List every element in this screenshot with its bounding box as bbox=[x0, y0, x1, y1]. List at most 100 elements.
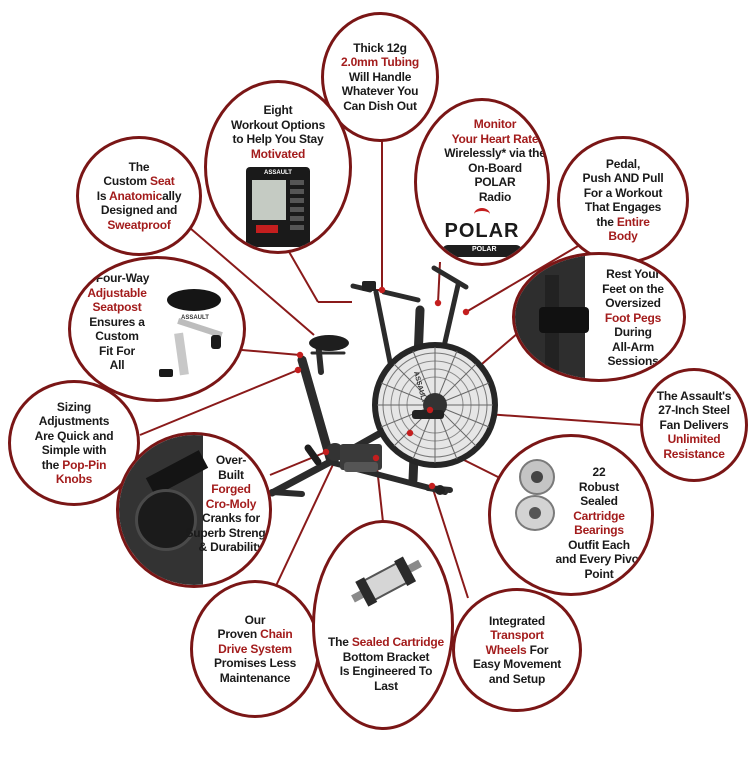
foot-peg bbox=[412, 410, 444, 419]
callout-highlight: Body bbox=[608, 229, 638, 243]
callout-phrase: During bbox=[614, 325, 652, 339]
callout-highlight: Pop-Pin bbox=[62, 457, 107, 472]
crank-spider bbox=[135, 489, 197, 551]
callout-phrase: and Setup bbox=[488, 671, 546, 686]
callout-phrase: Easy Movement bbox=[472, 657, 562, 672]
callout-phrase: Fan Delivers bbox=[659, 417, 729, 432]
callout-phrase: A Four-Way bbox=[84, 271, 150, 285]
callout-highlight: Adjustable bbox=[87, 285, 147, 300]
callout-phrase: On-Board bbox=[468, 160, 522, 175]
leader-seat bbox=[189, 227, 315, 336]
polar-wifi-icon bbox=[474, 208, 490, 221]
callout-phrase: Will Handle bbox=[348, 69, 412, 84]
callout-phrase: Maintenance bbox=[219, 670, 291, 685]
callout-phrase: Sessions bbox=[607, 354, 659, 368]
callout-phrase: Workout Options bbox=[230, 117, 326, 132]
callout-highlight: 2.0mm Tubing bbox=[340, 55, 420, 70]
callout-phrase: Built bbox=[218, 467, 244, 482]
callout-phrase: and Every Pivot bbox=[555, 552, 643, 566]
callout-phrase: the bbox=[41, 457, 63, 472]
callout-phrase: That Engages bbox=[584, 200, 662, 214]
callout-phrase: Point bbox=[584, 566, 614, 581]
callout-phrase: Sizing bbox=[56, 399, 92, 414]
leader-workout bbox=[287, 249, 319, 303]
callout-phrase: 22 bbox=[592, 465, 606, 479]
monitor-stop-button bbox=[256, 225, 278, 233]
callout-highlight: Foot Pegs bbox=[604, 310, 662, 325]
callout-phrase: Push AND Pull bbox=[582, 171, 664, 185]
monitor-keypad bbox=[290, 180, 304, 234]
bearing-photo bbox=[511, 459, 567, 531]
footpeg-photo bbox=[515, 255, 589, 379]
callout-phrase: Simple with bbox=[41, 443, 107, 457]
callout-phrase: Are Quick and bbox=[34, 428, 114, 443]
callout-phrase: Feet on the bbox=[602, 281, 664, 296]
callout-phrase: Can Dish Out bbox=[343, 98, 417, 113]
callout-phrase: For a Workout bbox=[583, 185, 663, 200]
callout-phrase: Custom bbox=[95, 329, 139, 343]
leader-chain bbox=[266, 455, 338, 606]
seat-post bbox=[174, 332, 189, 376]
callout-phrase: the bbox=[596, 214, 617, 229]
pop-pin-knob bbox=[211, 335, 221, 349]
callout-phrase: Proven bbox=[217, 627, 261, 642]
callout-phrase: ally bbox=[162, 188, 182, 203]
seat-base bbox=[159, 369, 173, 377]
transport-wheel bbox=[435, 485, 445, 495]
callout-highlight: Cartridge bbox=[573, 508, 625, 523]
callout-phrase: Adjustments bbox=[38, 414, 110, 428]
monitor-screen bbox=[252, 180, 286, 220]
callout-phrase: Pedal, bbox=[605, 156, 641, 171]
callout-phrase: Whatever You bbox=[341, 84, 419, 99]
console bbox=[362, 281, 376, 291]
callout-highlight: Resistance bbox=[663, 446, 725, 461]
callout-highlight: Forged bbox=[211, 482, 251, 496]
callout-highlight: Chain bbox=[260, 627, 293, 642]
callout-phrase: Outfit Each bbox=[568, 537, 630, 552]
polar-heart-strap: POLAR bbox=[442, 245, 522, 257]
callout-phrase: Superb Strength bbox=[185, 525, 272, 540]
callout-phrase: Eight bbox=[263, 103, 293, 117]
bottom-bracket-photo bbox=[342, 542, 433, 622]
bearing-bottom bbox=[515, 495, 555, 531]
callout-highlight: Bearings bbox=[574, 523, 624, 537]
callout-phrase: Over- bbox=[215, 453, 247, 467]
callout-phrase: 27-Inch Steel bbox=[658, 403, 730, 418]
callout-phrase: The bbox=[327, 635, 352, 649]
polar-logo: POLAR bbox=[444, 220, 520, 242]
seatpost-illustration: ASSAULT bbox=[157, 289, 231, 379]
seat-brand: ASSAULT bbox=[181, 315, 209, 321]
crank-hub bbox=[326, 443, 344, 461]
callout-highlight: Entire bbox=[616, 214, 650, 229]
callout-phrase: Custom bbox=[103, 174, 151, 189]
callout-phrase: POLAR bbox=[474, 175, 516, 189]
callout-phrase: Cranks for bbox=[201, 511, 261, 525]
callout-phrase: Wirelessly* via the bbox=[444, 146, 546, 160]
callout-highlight: Wheels bbox=[485, 642, 527, 657]
footpeg-grip bbox=[539, 307, 589, 333]
callout-highlight: Cro-Moly bbox=[205, 496, 257, 511]
callout-phrase: Bottom Bracket bbox=[342, 649, 430, 664]
callout-phrase: Robust bbox=[578, 479, 620, 494]
callout-phrase: Thick 12g bbox=[353, 40, 407, 55]
